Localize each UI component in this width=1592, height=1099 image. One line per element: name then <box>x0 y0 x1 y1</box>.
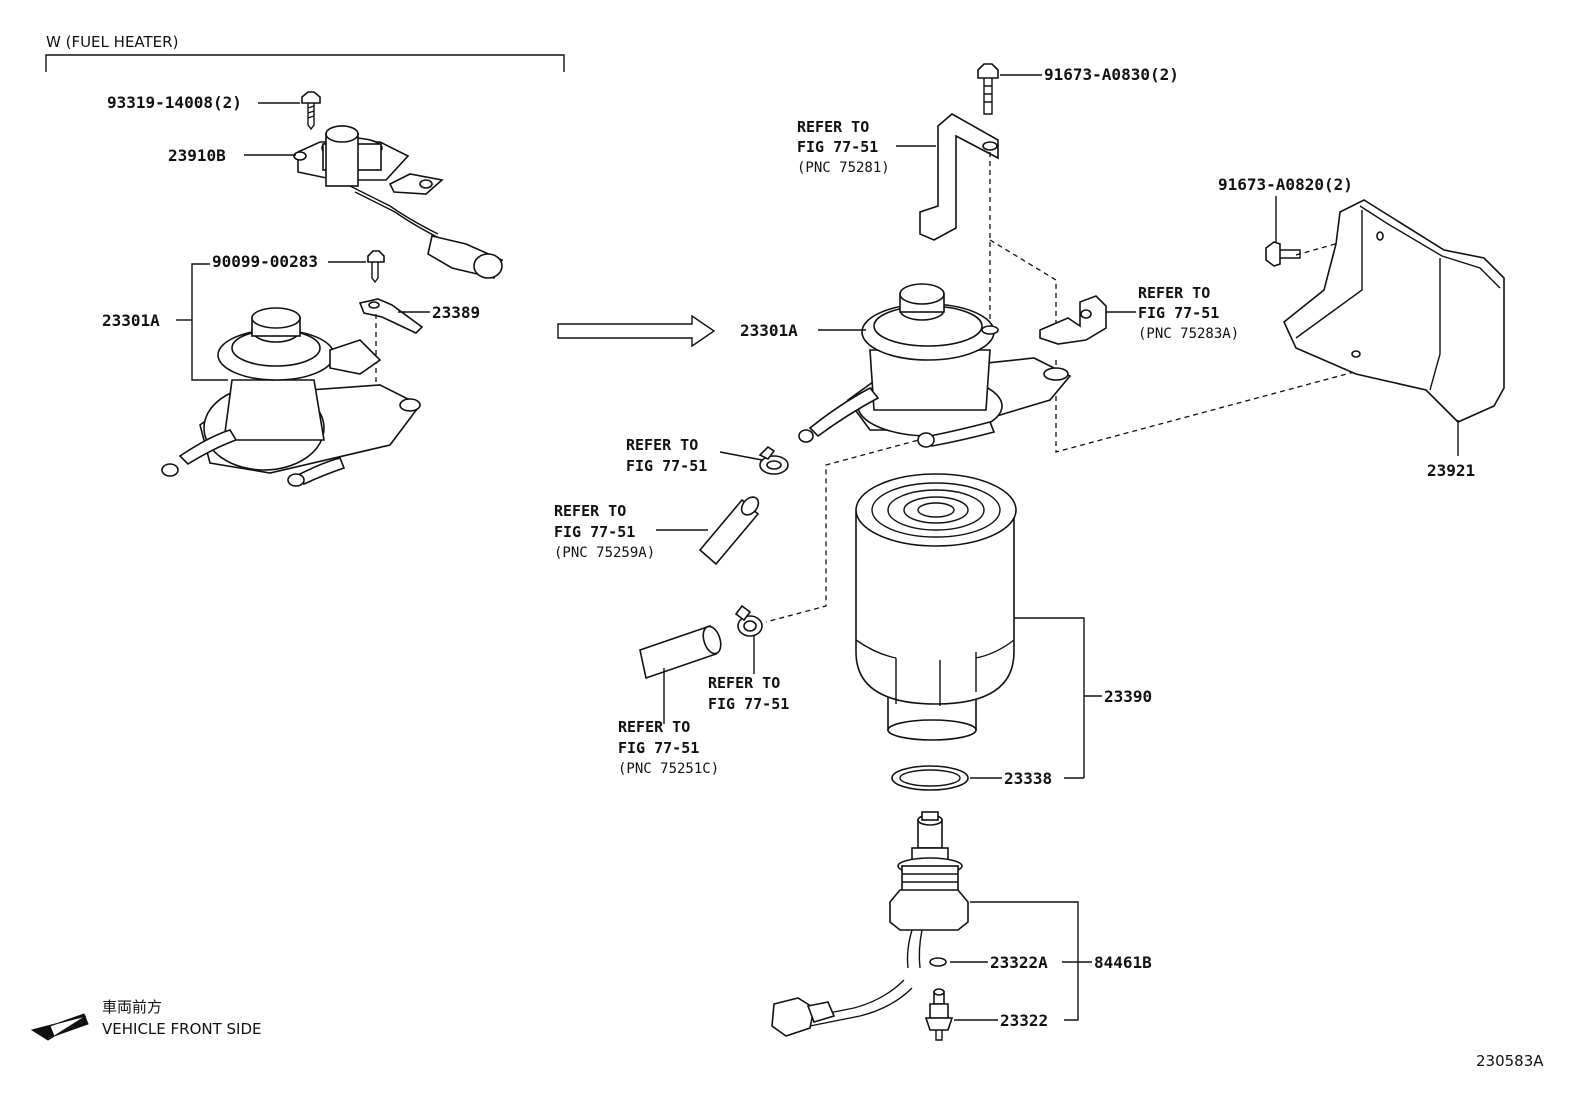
front-arrow-icon <box>30 1013 89 1041</box>
label-23301a-right: 23301A <box>740 321 798 340</box>
ref-clip-lower-line1: REFER TO <box>708 674 780 692</box>
bolt-91673-a0830[interactable] <box>977 63 999 115</box>
label-23338: 23338 <box>1004 769 1052 788</box>
label-93319-14008: 93319-14008(2) <box>107 93 242 112</box>
o-ring-23338[interactable] <box>891 765 969 791</box>
label-84461b: 84461B <box>1094 953 1152 972</box>
legend-jp: 車両前方 <box>102 998 162 1016</box>
ref-75259a-line3: (PNC 75259A) <box>554 545 655 561</box>
label-23301a-left: 23301A <box>102 311 160 330</box>
bracket-pnc-75283a <box>1039 295 1107 345</box>
ref-clip-upper-line2: FIG 77-51 <box>626 457 707 475</box>
transition-arrow <box>557 314 716 348</box>
ref-75251c-line3: (PNC 75251C) <box>618 761 719 777</box>
filter-head-23301a-right[interactable] <box>798 283 1072 448</box>
section-bracket <box>45 54 565 72</box>
ref-75281-line3: (PNC 75281) <box>797 160 890 176</box>
fuel-filter-23390[interactable] <box>855 473 1017 741</box>
hose-pnc-75259a <box>698 496 760 566</box>
label-23389: 23389 <box>432 303 480 322</box>
ref-75251c-line1: REFER TO <box>618 718 690 736</box>
hose-pnc-75251c <box>639 624 722 680</box>
ref-75259a-line1: REFER TO <box>554 502 626 520</box>
water-sensor-84461b[interactable] <box>771 811 969 1037</box>
fuel-heater-sensor-23910b[interactable] <box>293 125 504 279</box>
bracket-pnc-75281 <box>919 113 999 241</box>
ref-clip-upper-line1: REFER TO <box>626 436 698 454</box>
filter-head-23301a-left[interactable] <box>161 307 422 487</box>
label-91673-a0830: 91673-A0830(2) <box>1044 65 1179 84</box>
label-23390: 23390 <box>1104 687 1152 706</box>
ref-75283a-line1: REFER TO <box>1138 284 1210 302</box>
hose-clip-upper <box>758 445 789 475</box>
o-ring-23322a[interactable] <box>929 957 947 967</box>
ref-75281-line1: REFER TO <box>797 118 869 136</box>
label-23322a: 23322A <box>990 953 1048 972</box>
bolt-91673-a0820[interactable] <box>1265 241 1301 267</box>
ref-75283a-line2: FIG 77-51 <box>1138 304 1219 322</box>
ref-75251c-line2: FIG 77-51 <box>618 739 699 757</box>
ref-75259a-line2: FIG 77-51 <box>554 523 635 541</box>
label-23910b: 23910B <box>168 146 226 165</box>
screw-90099[interactable] <box>367 250 385 284</box>
ref-75283a-line3: (PNC 75283A) <box>1138 326 1239 342</box>
heat-shield-23921[interactable] <box>1283 199 1505 423</box>
legend-en: VEHICLE FRONT SIDE <box>102 1020 262 1038</box>
diagram-id: 230583A <box>1476 1052 1544 1070</box>
label-91673-a0820: 91673-A0820(2) <box>1218 175 1353 194</box>
screw-93319[interactable] <box>301 91 321 131</box>
drain-plug-23322[interactable] <box>924 988 954 1041</box>
label-23322: 23322 <box>1000 1011 1048 1030</box>
section-title: W (FUEL HEATER) <box>46 33 178 51</box>
ref-75281-line2: FIG 77-51 <box>797 138 878 156</box>
hose-clip-lower <box>734 604 763 637</box>
ref-clip-lower-line2: FIG 77-51 <box>708 695 789 713</box>
label-23921: 23921 <box>1427 461 1475 480</box>
bracket-23389[interactable] <box>358 298 424 334</box>
label-90099-00283: 90099-00283 <box>212 252 318 271</box>
